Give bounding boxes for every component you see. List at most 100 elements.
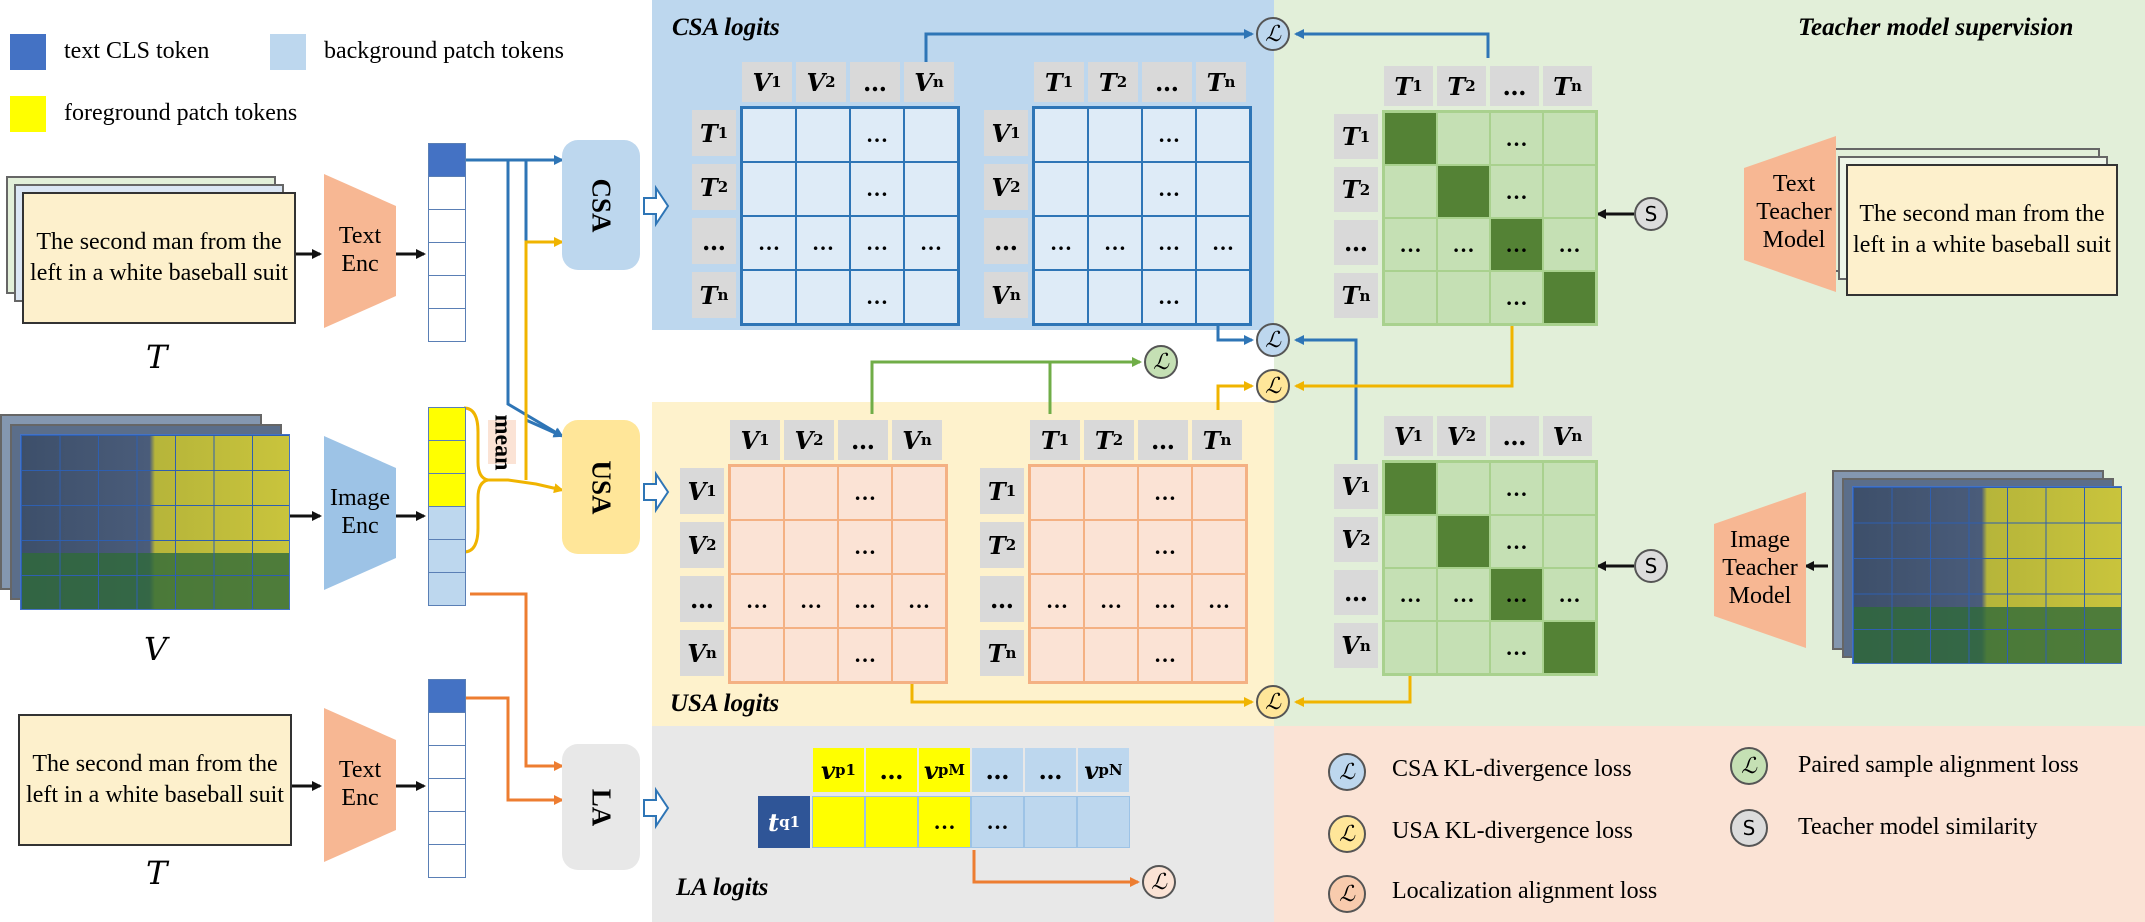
matrix-cell: … (1490, 218, 1543, 271)
matrix-cell (1384, 621, 1437, 674)
matrix-cell (742, 270, 796, 324)
matrix-cell: … (838, 520, 892, 574)
csa-matrix-tv: ………………… (740, 106, 960, 326)
image-encoder-label: Image Enc (330, 485, 390, 539)
matrix-cell (796, 162, 850, 216)
csa-matrix-vt-col-header: … (1142, 62, 1192, 102)
matrix-cell (1543, 462, 1596, 515)
matrix-cell: … (1543, 218, 1596, 271)
text-symbol-1: T (146, 338, 168, 376)
csa-loss-legend-icon: ℒ (1328, 753, 1366, 791)
csa-module: CSA (562, 140, 640, 270)
teacher-matrix-tt-row-header: … (1334, 220, 1378, 265)
la-module: LA (562, 744, 640, 870)
la-loss-icon: ℒ (1142, 865, 1176, 899)
matrix-cell (1437, 515, 1490, 568)
matrix-cell: … (892, 574, 946, 628)
csa-loss-legend-label: CSA KL-divergence loss (1392, 756, 1632, 782)
la-logits-title: LA logits (676, 874, 769, 901)
la-cell (1024, 796, 1077, 848)
matrix-cell: … (784, 574, 838, 628)
paired-loss-legend-icon: ℒ (1730, 747, 1768, 785)
matrix-cell (1384, 271, 1437, 324)
teacher-sim-legend-icon: S (1730, 809, 1768, 847)
matrix-cell (796, 108, 850, 162)
usa-matrix-tt: ………………… (1028, 464, 1248, 684)
matrix-cell (1437, 112, 1490, 165)
text-encoder-1 (324, 174, 396, 328)
teacher-matrix-tt-col-header: … (1490, 66, 1539, 106)
matrix-cell (784, 628, 838, 682)
usa-matrix-vv-row-header: … (680, 576, 724, 622)
la-col-header: … (866, 748, 917, 792)
matrix-cell (1084, 520, 1138, 574)
text-token-column-1 (428, 143, 466, 342)
matrix-cell: … (1192, 574, 1246, 628)
la-col-header: … (1025, 748, 1076, 792)
foreground-legend-swatch (10, 96, 46, 132)
matrix-cell (1384, 515, 1437, 568)
teacher-matrix-tt: ………………… (1382, 110, 1598, 326)
foreground-legend-label: foreground patch tokens (64, 100, 298, 126)
matrix-cell (796, 270, 850, 324)
image-symbol: V (144, 630, 168, 668)
csa-matrix-tv-row-header: … (692, 218, 736, 264)
matrix-cell: … (838, 466, 892, 520)
la-cell (1077, 796, 1130, 848)
input-text-caption-1: The second man from the left in a white … (22, 192, 296, 324)
usa-matrix-tt-col-header: … (1138, 420, 1188, 460)
paired-loss-icon: ℒ (1144, 345, 1178, 379)
la-cell (812, 796, 865, 848)
matrix-cell (742, 162, 796, 216)
usa-loss-icon-bottom: ℒ (1256, 685, 1290, 719)
loss-legend-panel (1274, 726, 2145, 922)
matrix-cell: … (1490, 271, 1543, 324)
usa-module: USA (562, 420, 640, 554)
usa-loss-icon-mid: ℒ (1256, 369, 1290, 403)
csa-matrix-tv-col-header: … (850, 62, 900, 102)
matrix-cell (1196, 162, 1250, 216)
teacher-matrix-vv-col-header: … (1490, 416, 1539, 456)
matrix-cell (1543, 621, 1596, 674)
matrix-cell: … (850, 216, 904, 270)
matrix-cell (1088, 162, 1142, 216)
matrix-cell (1437, 621, 1490, 674)
usa-matrix-vv: ………………… (728, 464, 948, 684)
image-token-column (428, 407, 466, 606)
matrix-cell: … (1384, 568, 1437, 621)
image-encoder (324, 436, 396, 590)
matrix-cell: … (838, 574, 892, 628)
teacher-title: Teacher model supervision (1798, 14, 2074, 41)
matrix-cell: … (850, 270, 904, 324)
matrix-cell: … (1437, 218, 1490, 271)
matrix-cell: … (1543, 568, 1596, 621)
matrix-cell: … (1084, 574, 1138, 628)
teacher-text-caption: The second man from the left in a white … (1846, 164, 2118, 296)
matrix-cell: … (1490, 568, 1543, 621)
matrix-cell (1084, 628, 1138, 682)
input-image (20, 434, 290, 610)
matrix-cell: … (838, 628, 892, 682)
usa-loss-legend-label: USA KL-divergence loss (1392, 818, 1633, 844)
matrix-cell (1192, 466, 1246, 520)
matrix-cell: … (1138, 574, 1192, 628)
image-similarity-icon: S (1634, 549, 1668, 583)
text-encoder-1-label: Text Enc (338, 223, 382, 277)
matrix-cell: … (796, 216, 850, 270)
matrix-cell (892, 628, 946, 682)
matrix-cell (730, 628, 784, 682)
